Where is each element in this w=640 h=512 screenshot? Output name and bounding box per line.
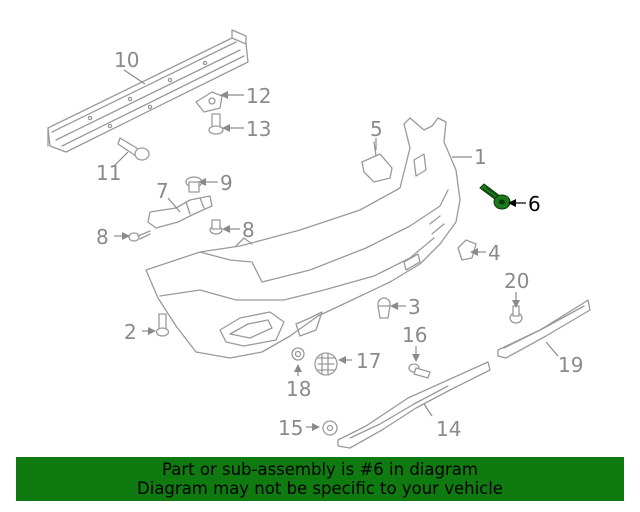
callout-20: 20 bbox=[504, 269, 529, 293]
callout-6: 6 bbox=[528, 192, 541, 216]
part-14-side-molding[interactable] bbox=[337, 361, 491, 449]
callout-11: 11 bbox=[96, 161, 121, 185]
callout-19: 19 bbox=[558, 353, 583, 377]
part-8-screw-left[interactable] bbox=[128, 230, 151, 242]
part-6-bolt[interactable] bbox=[479, 183, 511, 210]
callout-18: 18 bbox=[286, 377, 311, 401]
parts-diagram: 10 12 13 11 9 7 8 8 5 1 6 4 3 2 16 17 18… bbox=[47, 29, 591, 449]
part-4-clip[interactable] bbox=[457, 239, 477, 261]
callout-7: 7 bbox=[156, 179, 169, 203]
part-3-clip[interactable] bbox=[377, 297, 391, 319]
leader-lines bbox=[113, 69, 559, 431]
part-13-bolt[interactable] bbox=[208, 113, 224, 135]
part-19-trim-strip[interactable] bbox=[497, 299, 591, 359]
callout-9: 9 bbox=[220, 171, 233, 195]
part-5-bracket[interactable] bbox=[361, 141, 393, 183]
callout-5: 5 bbox=[370, 117, 383, 141]
callout-4: 4 bbox=[488, 241, 501, 265]
part-18-grommet[interactable] bbox=[291, 347, 305, 361]
callout-2: 2 bbox=[124, 320, 137, 344]
callout-17: 17 bbox=[356, 349, 381, 373]
callout-1: 1 bbox=[474, 145, 487, 169]
callout-10: 10 bbox=[114, 48, 139, 72]
part-9-clip[interactable] bbox=[185, 176, 203, 193]
part-17-reflector[interactable] bbox=[314, 352, 338, 376]
part-1-bumper-cover[interactable] bbox=[145, 117, 461, 359]
part-10-reinforcement-bar[interactable] bbox=[47, 29, 249, 153]
callout-16: 16 bbox=[402, 323, 427, 347]
part-15-clip[interactable] bbox=[322, 420, 338, 436]
callout-14: 14 bbox=[436, 417, 461, 441]
callout-8-right: 8 bbox=[242, 218, 255, 242]
callout-15: 15 bbox=[278, 416, 303, 440]
part-12-bracket[interactable] bbox=[195, 91, 223, 113]
part-8-clip-right[interactable] bbox=[209, 219, 223, 235]
callout-8-left: 8 bbox=[96, 225, 109, 249]
part-16-bolt[interactable] bbox=[408, 363, 431, 379]
callout-13: 13 bbox=[246, 117, 271, 141]
banner-line-1: Part or sub-assembly is #6 in diagram bbox=[162, 460, 478, 479]
banner-line-2: Diagram may not be specific to your vehi… bbox=[137, 479, 503, 498]
part-2-bolt[interactable] bbox=[155, 313, 170, 337]
callout-12: 12 bbox=[246, 84, 271, 108]
part-20-bolt[interactable] bbox=[509, 305, 523, 324]
part-11-bolt[interactable] bbox=[117, 137, 150, 161]
callout-3: 3 bbox=[408, 295, 421, 319]
notice-banner: Part or sub-assembly is #6 in diagram Di… bbox=[16, 457, 624, 501]
callout-numbers: 10 12 13 11 9 7 8 8 5 1 6 4 3 2 16 17 18… bbox=[96, 48, 583, 441]
